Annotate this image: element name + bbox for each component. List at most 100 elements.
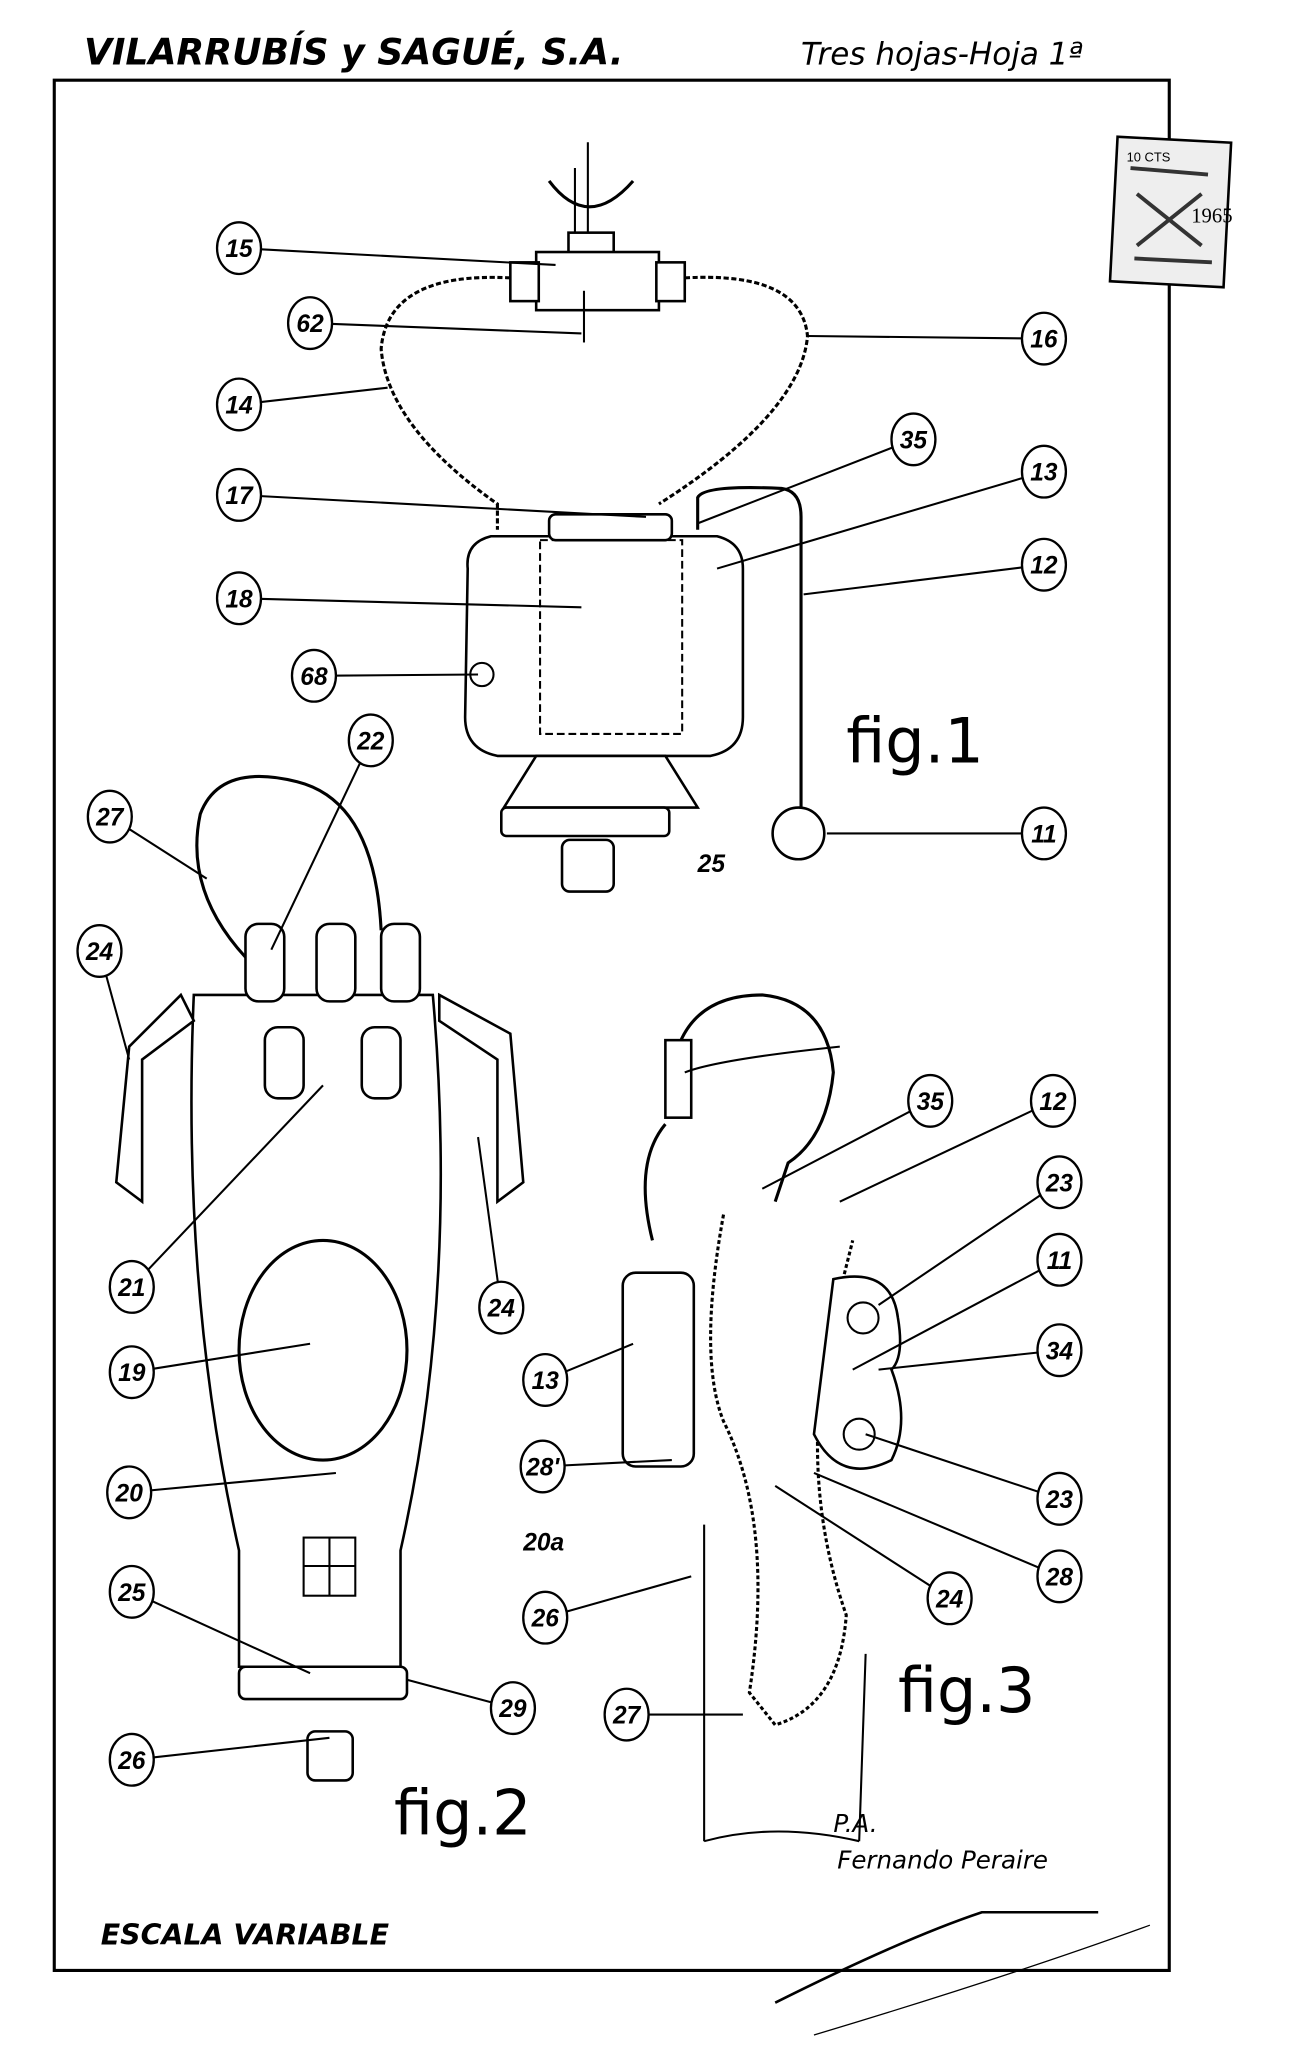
label-number: 25 (117, 1580, 146, 1607)
label-circle (108, 1564, 155, 1619)
label-number: 24 (935, 1586, 964, 1613)
fig3-ref-label: 28 (813, 1472, 1083, 1604)
fig1-ref-label: 11 (826, 806, 1068, 861)
fig1-ref-label: 14 (215, 377, 388, 432)
label-circle (108, 1732, 155, 1787)
label-number: 29 (498, 1696, 527, 1723)
leader-line (131, 1342, 311, 1374)
leader-line (697, 438, 914, 525)
label-number: 13 (1030, 460, 1058, 487)
fig1-ref-label: 16 (807, 311, 1068, 366)
label-number: 12 (1039, 1089, 1067, 1116)
leader-line (238, 386, 388, 406)
fig1-ref-label: 35 (697, 412, 937, 525)
label-circle (1036, 1471, 1083, 1526)
label-circle (522, 1590, 569, 1645)
label-number: 22 (356, 728, 385, 755)
label-circle (108, 1259, 155, 1314)
leader-line (839, 1099, 1054, 1203)
label-number: 16 (1030, 327, 1058, 354)
label-number: 12 (1030, 553, 1058, 580)
fig2-ref-label: 27 (86, 789, 208, 880)
fig1-ref-label: 68 (290, 648, 479, 703)
leader-line (761, 1099, 931, 1190)
label-circle (215, 571, 263, 626)
attorney-prefix: P.A. (833, 1809, 877, 1838)
drawing-border (52, 78, 1171, 1972)
label-circle (519, 1439, 566, 1494)
fig1-title: fig.1 (846, 704, 984, 777)
reference-labels: 15 62 14 17 18 68 16 35 13 12 11 25 22 27 24 24 21 19 20 25… (76, 221, 1083, 1787)
label-number: 18 (225, 586, 253, 613)
label-number: 11 (1031, 821, 1056, 848)
fig2-ref-label: 24 (477, 1136, 525, 1335)
fig1-ref-label: 13 (716, 444, 1068, 570)
fig2-drawing (114, 774, 525, 1782)
fig3-ref-label: 23 (877, 1155, 1083, 1306)
label-number: 27 (612, 1703, 642, 1730)
label-number: 27 (95, 805, 125, 832)
fig2-ref-label: 21 (108, 1084, 324, 1314)
fig1-ref-label: 12 (803, 537, 1068, 596)
label-circle (890, 412, 937, 467)
label-circle (86, 789, 133, 844)
fig3-ref-label: 12 (839, 1073, 1077, 1203)
label-number: 13 (532, 1368, 560, 1395)
scale-note: ESCALA VARIABLE (101, 1919, 390, 1952)
fig3-ref-label: 34 (878, 1323, 1083, 1378)
fig1-ref-label: 62 (286, 296, 582, 351)
label-number: 19 (118, 1360, 146, 1387)
stamp-year: 1965 (1191, 205, 1232, 227)
label-number: 11 (1047, 1248, 1072, 1275)
fig1-ref-label: 15 (215, 221, 556, 276)
leader-line (238, 597, 582, 609)
label-circle (1020, 444, 1068, 499)
fig1-ref-label: 18 (215, 571, 582, 626)
fig3-title: fig.3 (898, 1654, 1036, 1727)
label-number: 23 (1045, 1487, 1074, 1514)
leader-line (813, 1472, 1060, 1578)
label-number: 17 (225, 483, 254, 510)
label-circle (489, 1681, 537, 1736)
fig1-plain-label: 25 (697, 851, 726, 878)
fig3-ref-label: 11 (852, 1232, 1083, 1371)
label-number: 23 (1045, 1170, 1074, 1197)
leader-line (878, 1349, 1060, 1371)
label-circle (603, 1687, 650, 1742)
label-circle (926, 1571, 973, 1626)
leader-line (131, 1084, 324, 1288)
fig2-ref-label: 20 (106, 1465, 337, 1520)
label-circle (347, 713, 394, 768)
label-number: 28' (525, 1455, 560, 1482)
label-number: 24 (85, 939, 114, 966)
signature-underline (813, 1924, 1151, 2036)
company-name: VILARRUBÍS y SAGUÉ, S.A. (84, 31, 624, 74)
fig3-ref-label: 27 (603, 1687, 743, 1742)
label-circle (108, 1345, 155, 1400)
fig3-drawing (621, 993, 903, 1843)
label-circle (290, 648, 338, 703)
fig2-ref-label: 26 (108, 1732, 330, 1787)
label-number: 68 (300, 664, 328, 691)
fig1-drawing (379, 142, 826, 893)
label-circle (215, 377, 263, 432)
leader-line (131, 1736, 330, 1761)
label-number: 14 (225, 393, 253, 420)
fig3-ref-label: 24 (774, 1485, 973, 1626)
label-circle (215, 221, 263, 276)
fig2-title: fig.2 (394, 1777, 532, 1850)
fig2-ref-label: 22 (270, 713, 394, 951)
label-circle (76, 923, 123, 979)
leader-line (716, 470, 1045, 570)
sheet-number: Tres hojas-Hoja 1ª (801, 37, 1083, 73)
leader-line (807, 334, 1044, 340)
fig3-ref-label: 23 (865, 1433, 1083, 1526)
label-circle (478, 1280, 525, 1335)
leader-line (477, 1136, 503, 1308)
attorney-name: Fernando Peraire (837, 1845, 1048, 1874)
fig3-ref-label: 35 (761, 1073, 954, 1190)
label-number: 62 (296, 311, 324, 338)
leader-line (803, 563, 1045, 596)
fig2-ref-label: 29 (406, 1678, 537, 1736)
